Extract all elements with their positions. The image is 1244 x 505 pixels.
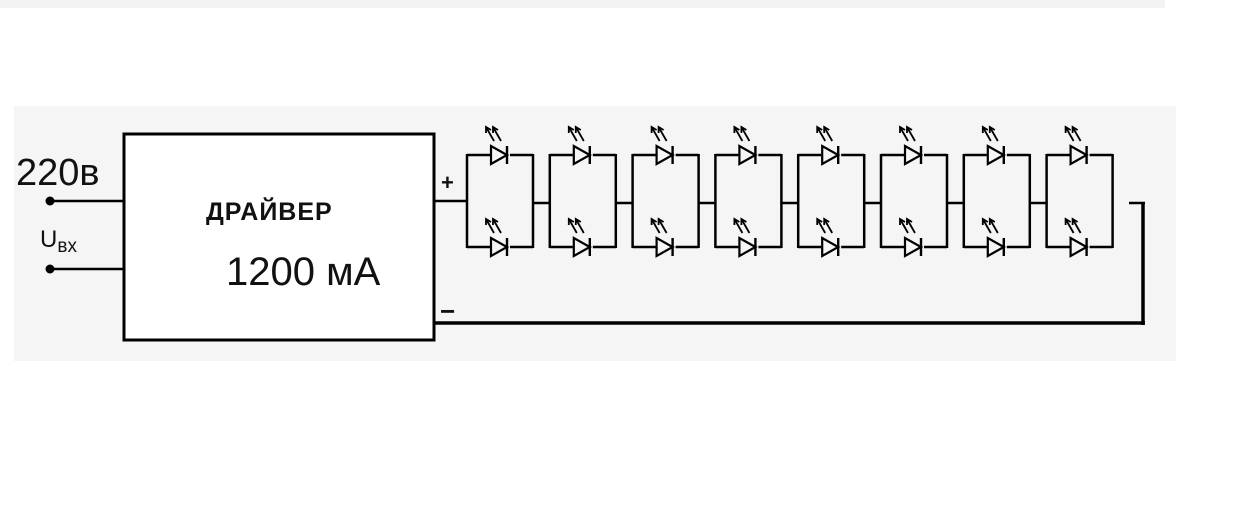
plus-terminal-label: + <box>441 170 454 195</box>
led-group <box>962 125 1047 258</box>
u-subscript: вх <box>57 236 77 257</box>
led-group <box>465 125 550 258</box>
driver-box <box>122 132 436 342</box>
led-group <box>548 125 633 258</box>
driver-title: ДРАЙВЕР <box>206 198 333 226</box>
led-array <box>465 125 1114 258</box>
u-label: U <box>40 226 58 253</box>
led-group <box>631 125 716 258</box>
driver-output-wires <box>434 199 1145 325</box>
input-terminals <box>45 196 124 274</box>
led-group <box>796 125 881 258</box>
led-group <box>714 125 799 258</box>
led-group <box>1045 125 1114 258</box>
input-voltage-symbol: Uвх <box>40 226 77 258</box>
background-strip <box>0 0 1165 8</box>
input-voltage-label: 220в <box>16 152 100 194</box>
driver-current: 1200 мА <box>226 250 381 294</box>
minus-terminal-label: − <box>440 296 456 326</box>
led-group <box>879 125 964 258</box>
